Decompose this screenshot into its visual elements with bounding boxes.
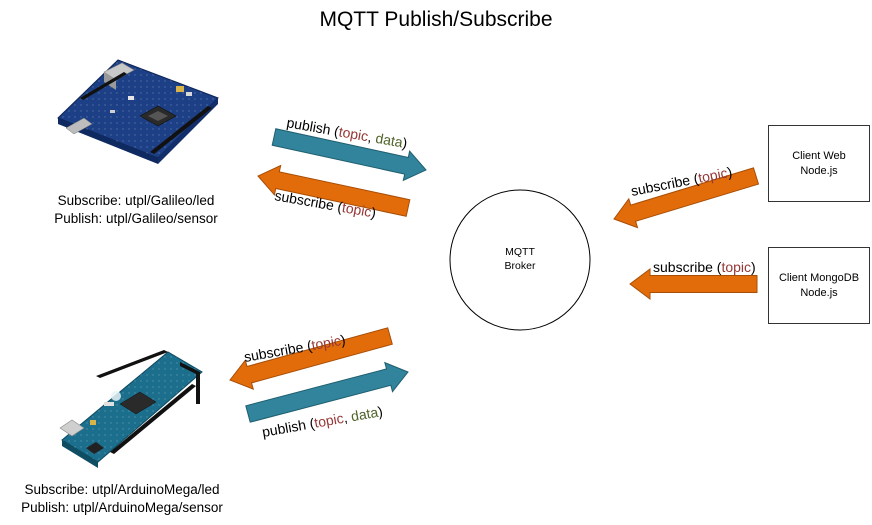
topic-word: topic <box>313 410 345 431</box>
subscribe-word: subscribe ( <box>653 259 722 275</box>
arduino-publish-topic: Publish: utpl/ArduinoMega/sensor <box>21 500 223 515</box>
galileo-publish-arrow <box>271 128 427 182</box>
data-word: data <box>374 130 404 151</box>
comma-text: , <box>367 129 377 146</box>
close-paren: ) <box>339 331 346 348</box>
galileo-topics: Subscribe: utpl/Galileo/led Publish: utp… <box>36 192 236 228</box>
close-paren: ) <box>376 403 383 420</box>
arduino-subscribe-topic: Subscribe: utpl/ArduinoMega/led <box>24 482 220 497</box>
publish-word: publish ( <box>261 415 316 440</box>
galileo-publish-topic: Publish: utpl/Galileo/sensor <box>54 211 218 226</box>
client-mongo-line1: Client MongoDB <box>778 271 860 284</box>
broker-label-line1: MQTT <box>505 246 535 258</box>
client-web-box: Client Web Node.js <box>768 125 870 202</box>
comma-text: , <box>342 409 352 426</box>
topic-word: topic <box>341 199 373 220</box>
arduino-publish-arrow <box>245 361 409 423</box>
broker-label-line2: Broker <box>504 260 536 272</box>
arduino-topics: Subscribe: utpl/ArduinoMega/led Publish:… <box>0 481 244 517</box>
client-web-line2: Node.js <box>800 164 838 177</box>
broker-circle <box>449 189 591 331</box>
arduino-mega-board-icon <box>59 350 203 468</box>
arduino-subscribe-arrow <box>229 327 393 391</box>
topic-word: topic <box>697 165 729 186</box>
intel-galileo-board-icon <box>57 59 219 164</box>
galileo-subscribe-topic: Subscribe: utpl/Galileo/led <box>57 193 215 208</box>
data-word: data <box>350 404 380 425</box>
client-mongo-subscribe-arrow <box>629 268 758 300</box>
topic-word: topic <box>310 332 342 353</box>
client-mongo-box: Client MongoDB Node.js <box>768 247 870 324</box>
close-paren: ) <box>401 135 408 152</box>
broker-label: MQTT Broker <box>460 245 580 273</box>
close-paren: ) <box>726 164 734 181</box>
client-mongo-line2: Node.js <box>800 286 838 299</box>
topic-word: topic <box>721 259 751 275</box>
close-paren: ) <box>751 259 756 275</box>
galileo-subscribe-arrow <box>257 164 411 217</box>
client-mongo-subscribe-label: subscribe (topic) <box>653 259 756 275</box>
close-paren: ) <box>370 204 377 221</box>
client-web-subscribe-arrow <box>613 167 760 229</box>
diagram-title: MQTT Publish/Subscribe <box>319 8 553 31</box>
client-web-line1: Client Web <box>792 149 846 162</box>
topic-word: topic <box>338 123 370 144</box>
